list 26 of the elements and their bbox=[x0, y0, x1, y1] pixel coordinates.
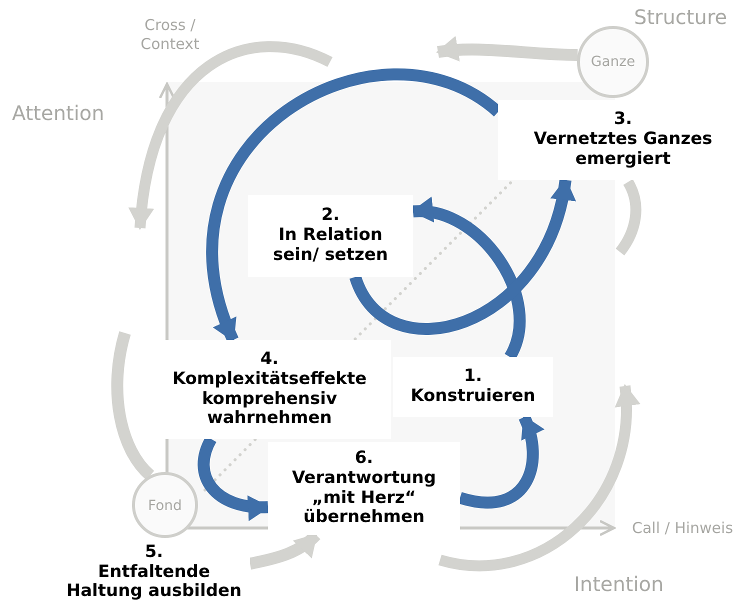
step-label: Entfaltende Haltung ausbilden bbox=[65, 562, 243, 602]
curved-arrow bbox=[458, 414, 544, 508]
step-label: Konstruieren bbox=[410, 387, 536, 407]
axis-label: Intention bbox=[574, 572, 664, 597]
axis-label: Call / Hinweis bbox=[632, 519, 734, 538]
step-label: In Relation sein/ setzen bbox=[272, 226, 389, 266]
step-number: 6. bbox=[354, 448, 374, 469]
step-box bbox=[393, 357, 553, 417]
curved-arrow bbox=[436, 36, 578, 62]
step-label: Verantwortung „mit Herz“ übernehmen bbox=[290, 468, 438, 528]
step-number: 2. bbox=[321, 206, 340, 226]
step-number: 4. bbox=[260, 350, 279, 370]
step-number: 5. bbox=[144, 542, 164, 563]
circle-label: Ganze bbox=[590, 55, 636, 69]
step-label: Vernetztes Ganzes emergiert bbox=[532, 130, 714, 170]
step-label: Komplexitätseffekte komprehensiv wahrnehmen bbox=[171, 370, 368, 430]
step-box bbox=[248, 195, 413, 277]
step-number: 1. bbox=[464, 367, 482, 387]
step-box bbox=[268, 442, 460, 535]
curved-arrow bbox=[411, 198, 526, 360]
axis-label: Cross / Context bbox=[140, 16, 200, 54]
axis-label: Attention bbox=[12, 101, 104, 126]
circle-label: Fond bbox=[148, 499, 182, 513]
step-number: 3. bbox=[614, 110, 632, 130]
curved-arrow bbox=[350, 178, 574, 335]
axis-label: Structure bbox=[634, 5, 728, 30]
